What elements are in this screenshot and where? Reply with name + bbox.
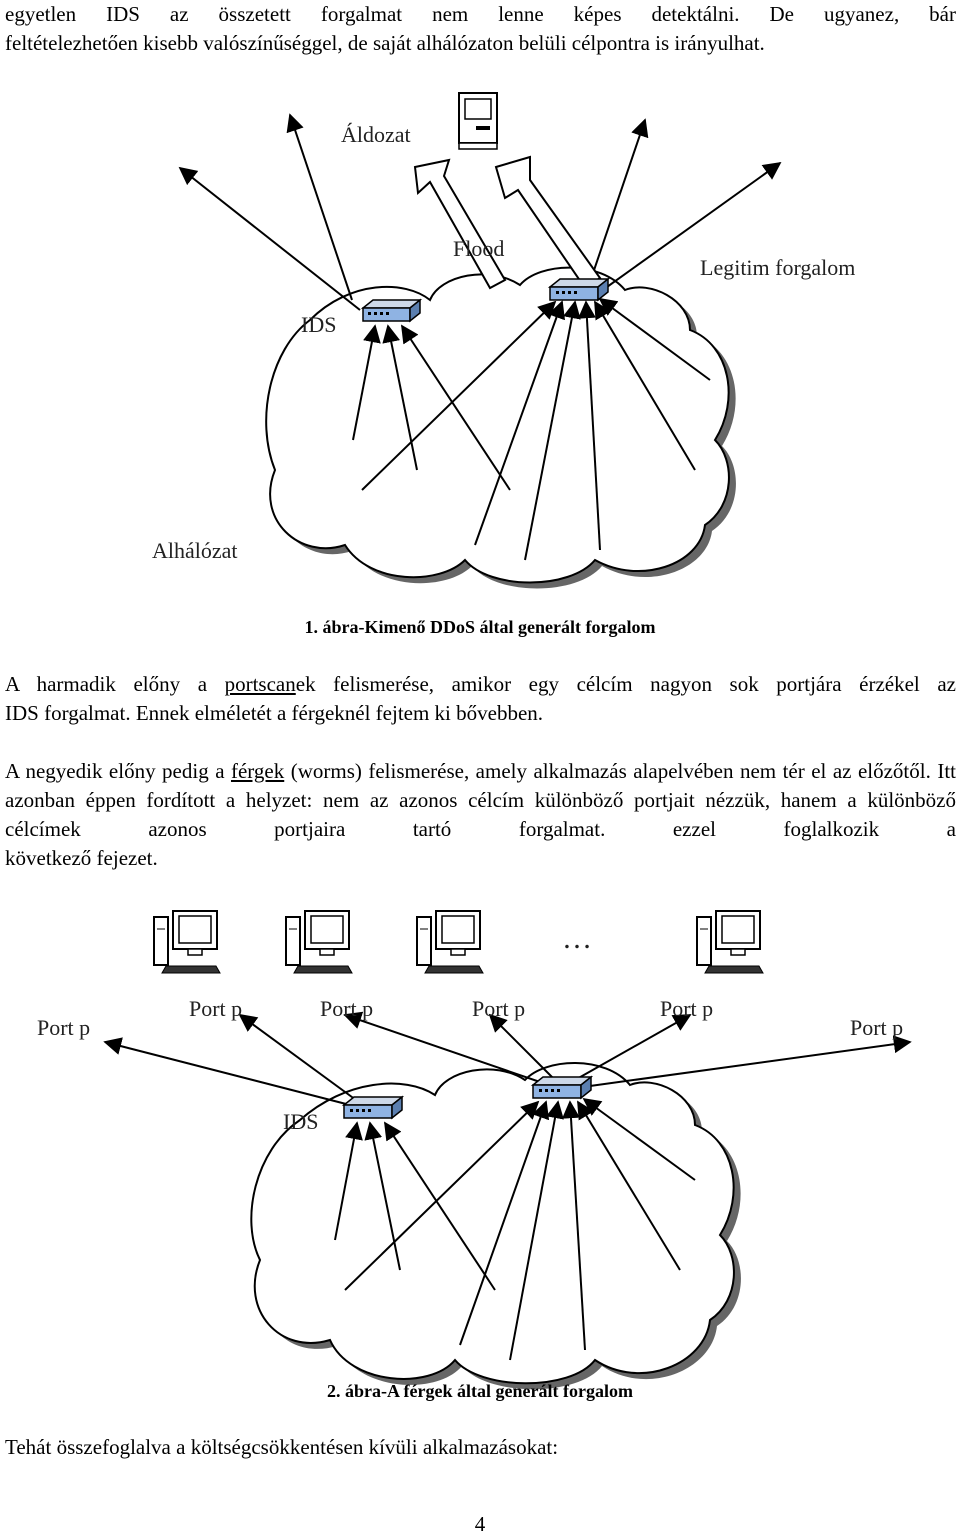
worm-target-computer-icon-4 xyxy=(696,910,764,974)
flood-arrow-left xyxy=(413,158,507,290)
ids-device-icon xyxy=(360,298,423,323)
router-device-icon-2 xyxy=(530,1075,594,1100)
label-port-5: Port p xyxy=(660,996,713,1021)
label-ids-2: IDS xyxy=(283,1109,318,1134)
figure-2: … Port p Port p Port p Port p Port p Por… xyxy=(37,910,912,1390)
figure-1: Áldozat Flood Legitim forgalom IDS Alhál… xyxy=(152,92,855,589)
label-port-2: Port p xyxy=(189,996,242,1021)
label-port-6: Port p xyxy=(850,1015,903,1040)
victim-computer-icon xyxy=(458,92,498,150)
worm-cloud xyxy=(250,1062,735,1385)
closing-line: Tehát összefoglalva a költségcsökkentése… xyxy=(5,1435,559,1459)
worm-target-computer-icon-2 xyxy=(285,910,353,974)
label-legit-traffic: Legitim forgalom xyxy=(700,255,855,280)
subnet-cloud xyxy=(265,266,730,584)
para4-last-line: következő fejezet. xyxy=(5,846,158,870)
ids-device-icon-2 xyxy=(341,1095,405,1120)
para4-text-start: A negyedik előny pedig a xyxy=(5,759,231,783)
intro-line-2: feltételezhetően kisebb valószínűséggel,… xyxy=(5,31,765,55)
label-port-4: Port p xyxy=(472,996,525,1021)
paragraph-portscan: A harmadik előny a portscanek felismerés… xyxy=(5,670,956,728)
label-victim: Áldozat xyxy=(341,122,411,147)
flood-arrow-right xyxy=(494,155,602,290)
figure-2-caption: 2. ábra-A férgek által generált forgalom xyxy=(327,1381,633,1401)
para4-text-end: (worms) felismerése, amely alkalmazás al… xyxy=(5,759,956,841)
page-number: 4 xyxy=(474,1512,486,1536)
figure-1-caption: 1. ábra-Kimenő DDoS által generált forga… xyxy=(304,617,656,637)
intro-paragraph: egyetlen IDS az összetett forgalmat nem … xyxy=(5,0,956,58)
worm-target-computer-icon-1 xyxy=(153,910,221,974)
label-port-1: Port p xyxy=(37,1015,90,1040)
para3-text-end: ek felismerése, amikor egy célcím nagyon… xyxy=(295,672,956,696)
label-port-3: Port p xyxy=(320,996,373,1021)
intro-line-1: egyetlen IDS az összetett forgalmat nem … xyxy=(5,2,956,26)
worms-link[interactable]: férgek xyxy=(230,759,285,783)
worm-target-computer-icon-3 xyxy=(416,910,484,974)
para3-text-start: A harmadik előny a xyxy=(5,672,225,696)
label-flood: Flood xyxy=(453,236,504,261)
label-ids: IDS xyxy=(301,312,336,337)
closing-paragraph: Tehát összefoglalva a költségcsökkentése… xyxy=(5,1433,956,1462)
label-subnet: Alhálózat xyxy=(152,538,238,563)
portscan-link[interactable]: portscan xyxy=(224,672,296,696)
para3-last-line: IDS forgalmat. Ennek elméletét a férgekn… xyxy=(5,701,544,725)
paragraph-worms: A negyedik előny pedig a férgek (worms) … xyxy=(5,757,956,873)
label-ellipsis: … xyxy=(562,922,592,955)
router-device-icon xyxy=(547,277,611,302)
